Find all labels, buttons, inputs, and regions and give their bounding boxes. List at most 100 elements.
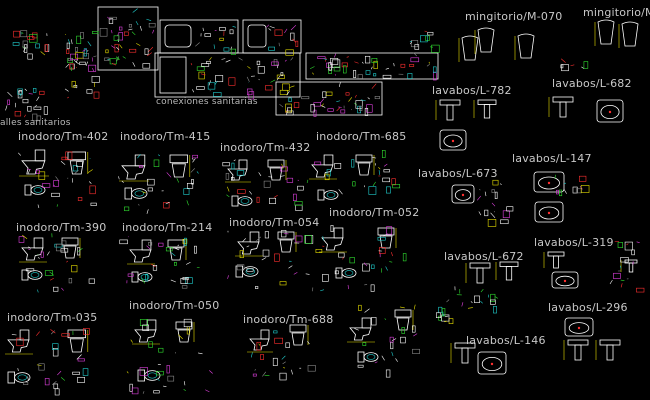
detail-stroke: [226, 194, 230, 198]
detail-mark: [215, 75, 224, 83]
toilet-bowl-front: [357, 162, 371, 176]
detail-mark: [139, 367, 148, 376]
sheet-frame-6: [275, 81, 383, 116]
sink-basin-front: [439, 99, 461, 106]
toilet-bowl-front: [63, 245, 77, 259]
detail-mark: [18, 236, 25, 243]
detail-mark: [123, 31, 129, 36]
toilet-seat-top: [137, 272, 153, 282]
detail-stroke: [262, 371, 267, 377]
label-inodoro-tm688: inodoro/Tm-688: [243, 313, 334, 326]
detail-stroke: [190, 62, 193, 66]
detail-mark: [186, 182, 194, 189]
detail-mark: [108, 18, 114, 24]
detail-mark: [76, 161, 83, 167]
detail-mark: [487, 219, 497, 227]
detail-mark: [29, 34, 38, 43]
detail-stroke: [290, 24, 297, 31]
toilet-seat-top: [27, 270, 43, 280]
detail-mark: [22, 99, 29, 104]
toilet-tank-front: [355, 154, 373, 163]
detail-mark: [351, 159, 355, 168]
detail-stroke: [360, 99, 366, 102]
toilet-bowl-outline: [134, 329, 157, 343]
toilet-bowl-opening: [366, 354, 376, 360]
detail-mark: [260, 354, 265, 360]
detail-mark: [371, 317, 377, 326]
label-inodoro-tm050: inodoro/Tm-050: [129, 299, 220, 312]
detail-mark: [368, 186, 377, 195]
detail-stroke: [119, 44, 123, 49]
detail-mark: [131, 387, 139, 395]
detail-mark: [118, 32, 123, 41]
detail-mark: [147, 187, 153, 192]
detail-stroke: [273, 195, 278, 198]
sink-basin-front: [477, 99, 497, 105]
detail-stroke: [73, 170, 79, 175]
detail-mark: [192, 154, 198, 159]
detail-mark: [52, 348, 59, 357]
detail-mark: [247, 88, 253, 96]
detail-mark: [371, 58, 378, 63]
detail-mark: [53, 286, 59, 292]
detail-mark: [273, 59, 278, 66]
detail-mark: [295, 40, 299, 47]
detail-mark: [128, 24, 132, 28]
detail-stroke: [36, 364, 42, 366]
detail-mark: [400, 63, 406, 68]
detail-mark: [89, 185, 96, 195]
detail-mark: [285, 342, 290, 348]
detail-stroke: [247, 66, 251, 69]
detail-mark: [322, 91, 327, 99]
detail-mark: [194, 245, 197, 254]
detail-mark: [286, 177, 294, 183]
detail-stroke: [323, 58, 327, 60]
tub-symbol: [164, 24, 192, 48]
detail-stroke: [258, 78, 261, 81]
detail-mark: [257, 66, 265, 74]
detail-stroke: [309, 66, 315, 70]
toilet-seat-top: [363, 352, 379, 362]
detail-mark: [386, 226, 393, 235]
detail-stroke: [183, 381, 186, 386]
detail-mark: [198, 71, 205, 80]
detail-mark: [420, 35, 428, 43]
detail-stroke: [163, 385, 167, 387]
detail-mark: [71, 265, 78, 273]
detail-stroke: [281, 163, 284, 169]
detail-stroke: [560, 58, 566, 63]
detail-mark: [33, 106, 42, 110]
detail-mark: [54, 243, 63, 248]
detail-stroke: [276, 75, 281, 81]
detail-mark: [184, 237, 187, 246]
sink-bowl-top: [538, 206, 560, 220]
sink-bowl-top: [568, 322, 590, 334]
detail-stroke: [346, 56, 349, 58]
detail-stroke: [128, 28, 133, 31]
detail-mark: [39, 90, 45, 95]
detail-mark: [295, 235, 303, 243]
detail-stroke: [176, 178, 180, 183]
detail-mark: [182, 238, 188, 244]
detail-mark: [174, 261, 177, 266]
detail-mark: [25, 268, 35, 272]
detail-mark: [325, 91, 333, 96]
detail-mark: [114, 43, 119, 53]
detail-stroke: [5, 105, 8, 111]
toilet-bowl-outline: [237, 241, 260, 255]
detail-mark: [82, 368, 89, 376]
detail-mark: [65, 151, 73, 160]
detail-mark: [228, 77, 236, 86]
detail-mark: [256, 196, 260, 203]
toilet-bowl-outline: [311, 164, 334, 178]
detail-stroke: [354, 328, 359, 331]
detail-mark: [359, 105, 363, 111]
detail-stroke: [372, 181, 376, 187]
sink-top-outline: [564, 317, 594, 337]
detail-mark: [237, 189, 246, 194]
detail-mark: [17, 90, 23, 99]
detail-mark: [222, 162, 230, 167]
detail-stroke: [11, 334, 17, 336]
detail-mark: [139, 165, 143, 168]
detail-mark: [383, 169, 390, 173]
